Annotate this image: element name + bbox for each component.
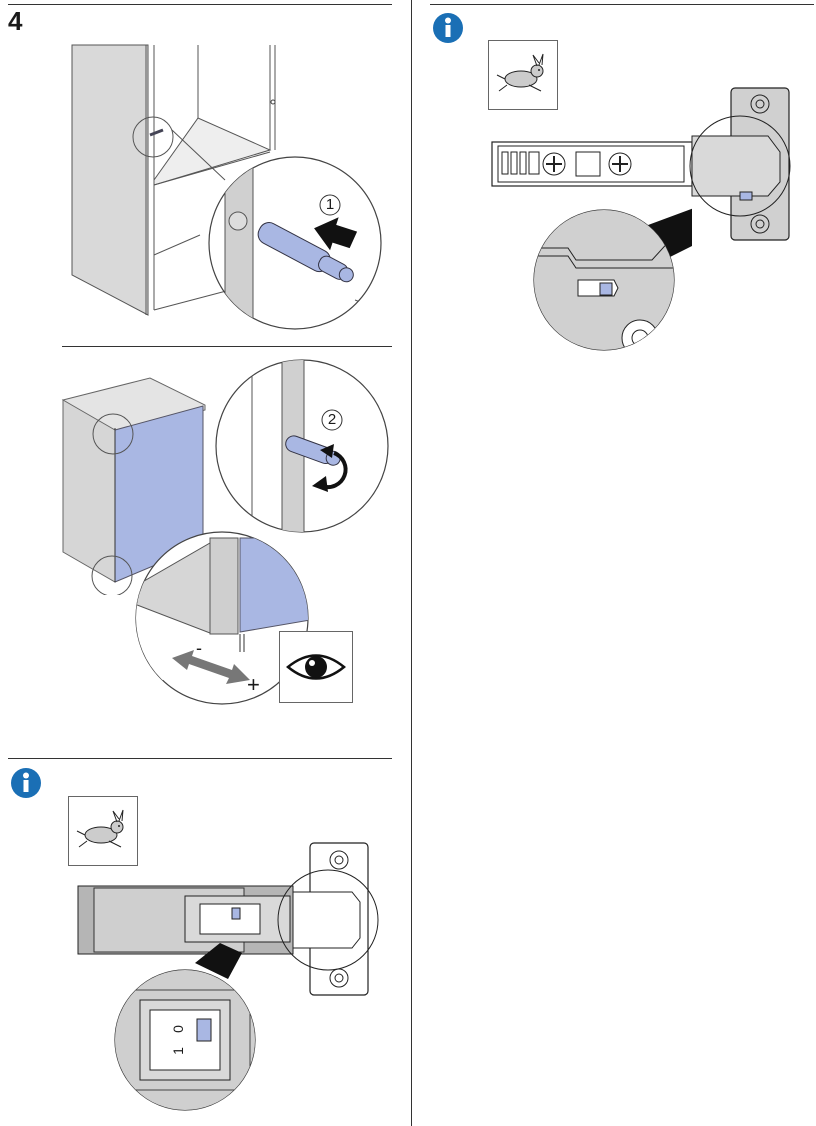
hinge-slot-zoom-detail	[533, 208, 692, 351]
info-icon	[11, 768, 41, 798]
column-divider	[411, 0, 412, 1126]
rabbit-icon-box-right	[488, 40, 558, 110]
plus-sign: +	[247, 672, 260, 697]
rabbit-icon-box	[68, 796, 138, 866]
switch-zoom-detail	[114, 943, 256, 1111]
eye-icon-box	[279, 631, 353, 703]
cabinet-interior-illustration	[71, 44, 276, 316]
step-number: 4	[8, 6, 23, 36]
top-rule-right	[430, 4, 814, 5]
switch-label-one: 1	[169, 1047, 186, 1055]
hinge-screws-illustration	[491, 87, 791, 241]
minus-sign: -	[196, 638, 202, 658]
eye-icon	[286, 654, 346, 680]
pin-rotate-detail	[215, 359, 389, 533]
top-rule-left	[8, 4, 392, 5]
rabbit-icon	[496, 53, 544, 92]
cabinet-front-illustration	[61, 377, 206, 595]
switch-label-zero: 0	[169, 1025, 186, 1033]
divider-step-parts	[62, 346, 392, 347]
pin-insert-detail	[208, 156, 382, 330]
gap-adjust-detail	[135, 531, 309, 705]
info-icon-right	[433, 13, 463, 43]
divider-info-section	[8, 758, 392, 759]
hinge-switch-illustration	[77, 842, 379, 996]
step-marker-1: 1	[325, 196, 335, 213]
rabbit-icon	[76, 809, 124, 848]
step-marker-2: 2	[327, 411, 337, 428]
